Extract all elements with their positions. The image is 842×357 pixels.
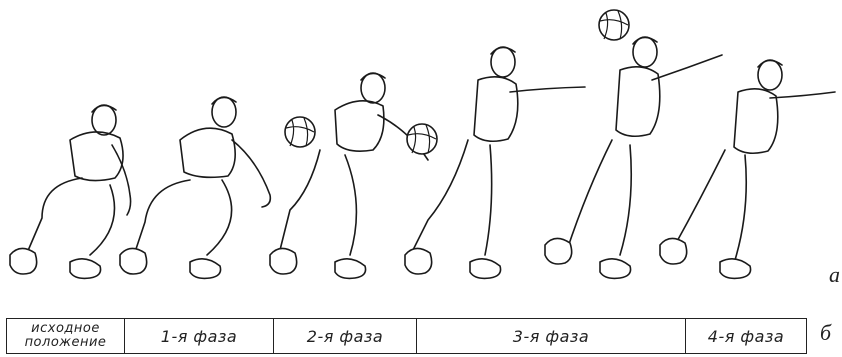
volleyball-pass-illustration <box>0 0 842 300</box>
athlete-figure-phase-1 <box>120 97 270 278</box>
phase-cell-4: 4-я фаза <box>686 319 806 353</box>
figure-label-a: а <box>829 262 840 288</box>
phase-cell-1: 1-я фаза <box>125 319 274 353</box>
volleyball-ball-phase-2 <box>407 124 437 154</box>
volleyball-ball-left <box>285 117 315 147</box>
figure-label-b: б <box>820 320 831 346</box>
phase-cell-3: 3-я фаза <box>417 319 686 353</box>
athlete-figure-starting-position <box>10 105 131 278</box>
phase-cell-starting-position: исходное положение <box>7 319 125 353</box>
athlete-figure-phase-3b <box>545 37 722 278</box>
phase-table: исходное положение 1-я фаза 2-я фаза 3-я… <box>6 318 807 354</box>
athlete-figure-phase-4 <box>660 60 835 278</box>
phase-cell-2: 2-я фаза <box>274 319 417 353</box>
athlete-figure-phase-2 <box>270 73 428 278</box>
volleyball-ball-top <box>599 10 629 40</box>
